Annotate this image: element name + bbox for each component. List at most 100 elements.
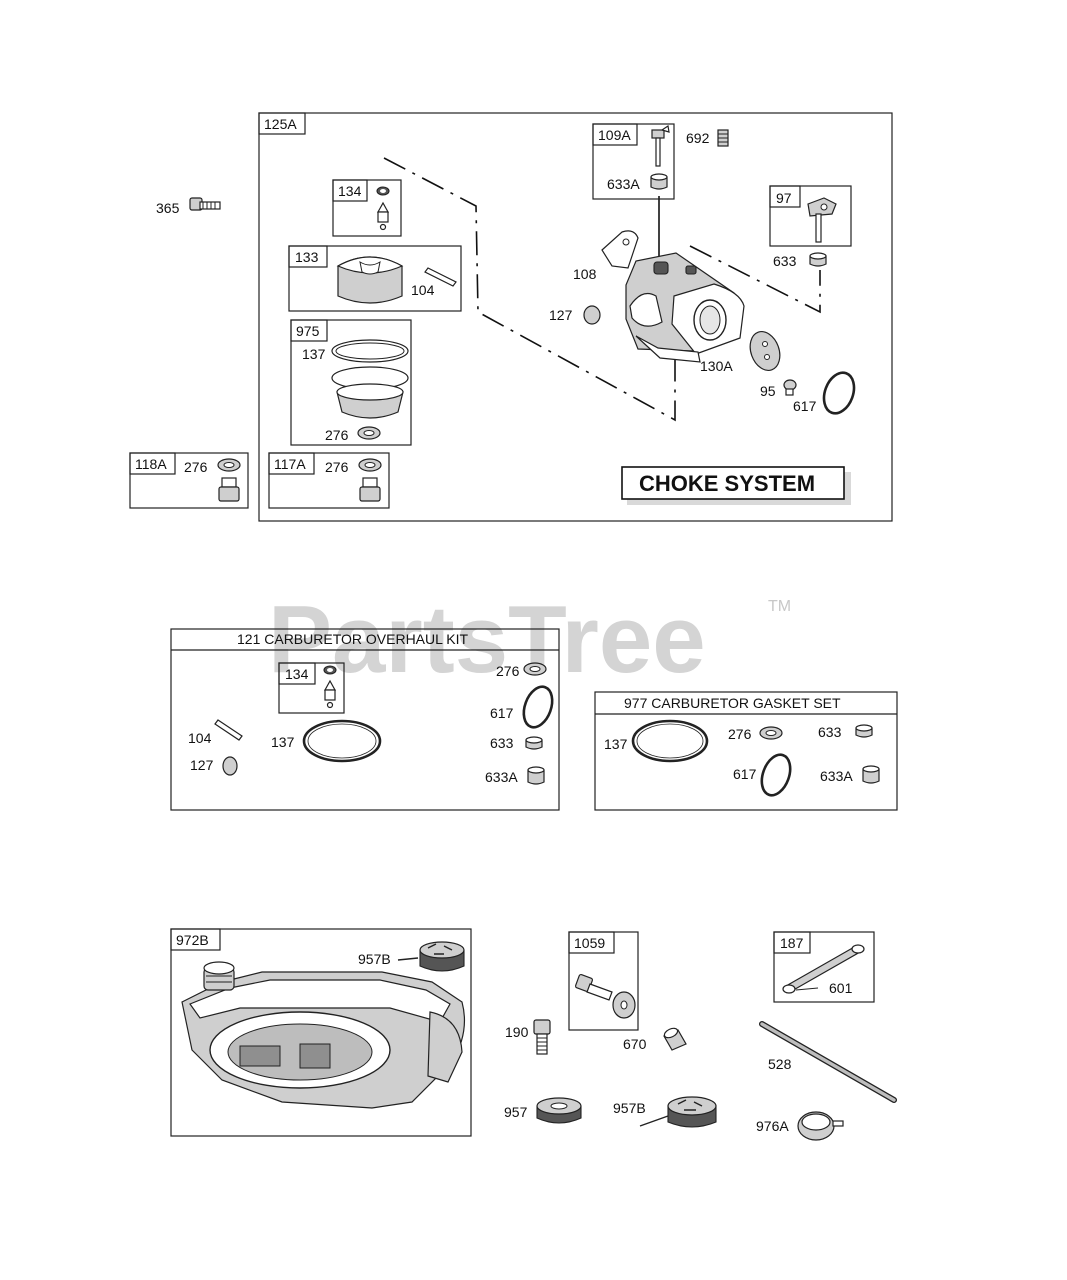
label-633: 633 (773, 253, 797, 269)
label-set-633: 633 (818, 724, 842, 740)
frame-gasket-set (594, 691, 898, 811)
part-1059-shoulder-bolt-icon (574, 973, 636, 1019)
carburetor-body-icon (625, 252, 745, 363)
choke-system-title: CHOKE SYSTEM (639, 471, 815, 496)
label-957B: 957B (613, 1100, 646, 1116)
part-kit-134-needle-icon (323, 665, 337, 709)
part-118A-bolt-icon (217, 458, 241, 502)
label-set-137: 137 (604, 736, 628, 752)
label-130A: 130A (700, 358, 733, 374)
frame-972B (170, 928, 472, 1137)
part-95-screw-icon (783, 379, 797, 396)
tag-box-97 (769, 185, 801, 208)
label-957: 957 (504, 1104, 528, 1120)
box-187 (773, 931, 875, 1003)
part-692-spring-icon (717, 129, 729, 147)
choke-system-title-box: CHOKE SYSTEM (621, 466, 851, 505)
label-kit-104: 104 (188, 730, 212, 746)
label-976A: 976A (756, 1118, 789, 1134)
part-set-276-washer-icon (759, 726, 783, 740)
part-kit-137-oring-icon (302, 719, 382, 763)
part-957B-vented-cap-icon (639, 1096, 717, 1128)
label-617: 617 (793, 398, 817, 414)
label-276-c: 276 (325, 459, 349, 475)
box-118A (129, 452, 249, 509)
label-kit-617: 617 (490, 705, 514, 721)
part-190-bolt-icon (533, 1019, 551, 1055)
label-975: 975 (296, 323, 320, 339)
watermark: PartsTree (268, 586, 706, 693)
part-670-spacer-icon (663, 1027, 687, 1051)
frame-125A (258, 112, 893, 522)
part-957-cap-icon (536, 1097, 582, 1124)
label-134: 134 (338, 183, 362, 199)
part-117A-bolt-icon (358, 458, 382, 502)
part-kit-104-pin-icon (214, 719, 243, 741)
label-133: 133 (295, 249, 319, 265)
fuel-tank-section: 972B 957B (170, 928, 472, 1137)
box-975 (290, 319, 412, 446)
label-190: 190 (505, 1024, 529, 1040)
label-1059: 1059 (574, 935, 605, 951)
part-set-633A-seal-icon (862, 765, 880, 784)
overhaul-kit-section: 121 CARBURETOR OVERHAUL KIT 134 276 617 … (170, 628, 560, 811)
watermark-trademark: TM (768, 598, 791, 615)
part-108-plate-icon (601, 230, 639, 269)
label-125A: 125A (264, 116, 297, 132)
part-133-float-icon (336, 256, 404, 304)
box-97 (769, 185, 852, 247)
label-187: 187 (780, 935, 804, 951)
label-set-617: 617 (733, 766, 757, 782)
fuel-tank-icon (181, 961, 466, 1109)
part-kit-633-seal-icon (525, 736, 543, 750)
tag-box-134 (332, 179, 368, 202)
part-kit-276-washer-icon (523, 662, 547, 676)
label-118A: 118A (135, 456, 167, 472)
label-kit-633A: 633A (485, 769, 518, 785)
tag-box-975 (290, 319, 328, 342)
part-276-washer-icon (357, 426, 381, 440)
leader-line-97 (689, 245, 821, 314)
loose-parts-section: 1059 190 670 957 957B (504, 931, 897, 1141)
label-276: 276 (325, 427, 349, 443)
part-134-needle-icon (376, 186, 390, 231)
part-957B-cap-icon (397, 941, 465, 972)
gasket-set-title: 977 CARBURETOR GASKET SET (624, 695, 841, 711)
label-137: 137 (302, 346, 326, 362)
label-97: 97 (776, 190, 792, 206)
label-972B-957B: 957B (358, 951, 391, 967)
label-601: 601 (829, 980, 853, 996)
label-95: 95 (760, 383, 776, 399)
tag-box-972B (170, 928, 221, 951)
tag-box-1059 (568, 931, 615, 954)
box-133 (288, 245, 462, 312)
tag-box-117A (268, 452, 315, 475)
tag-box-125A (258, 112, 306, 135)
part-976A-filter-icon (797, 1111, 844, 1141)
part-365-bolt-icon (189, 197, 221, 211)
box-117A (268, 452, 390, 509)
label-set-633A: 633A (820, 768, 853, 784)
part-187-fuel-line-icon (782, 944, 865, 994)
part-127-plug-icon (583, 305, 601, 325)
gasket-set-section: 977 CARBURETOR GASKET SET 137 276 633 61… (594, 691, 898, 811)
choke-system-section: 125A 365 134 133 104 (129, 112, 893, 522)
label-972B: 972B (176, 932, 209, 948)
part-97-choke-lever-icon (807, 197, 837, 267)
part-528-tube-icon (759, 1021, 897, 1103)
label-kit-276: 276 (496, 663, 520, 679)
part-kit-633A-seal-icon (527, 766, 545, 785)
label-692: 692 (686, 130, 710, 146)
part-set-617-gasket-icon (760, 753, 792, 797)
label-365: 365 (156, 200, 180, 216)
part-set-137-oring-icon (631, 719, 709, 763)
leader-line-assembly (383, 157, 676, 422)
overhaul-kit-title: 121 CARBURETOR OVERHAUL KIT (237, 631, 469, 647)
label-633A: 633A (607, 176, 640, 192)
label-104: 104 (411, 282, 435, 298)
label-670: 670 (623, 1036, 647, 1052)
label-kit-127: 127 (190, 757, 214, 773)
part-kit-617-gasket-icon (522, 685, 554, 729)
part-set-633-seal-icon (855, 724, 873, 738)
